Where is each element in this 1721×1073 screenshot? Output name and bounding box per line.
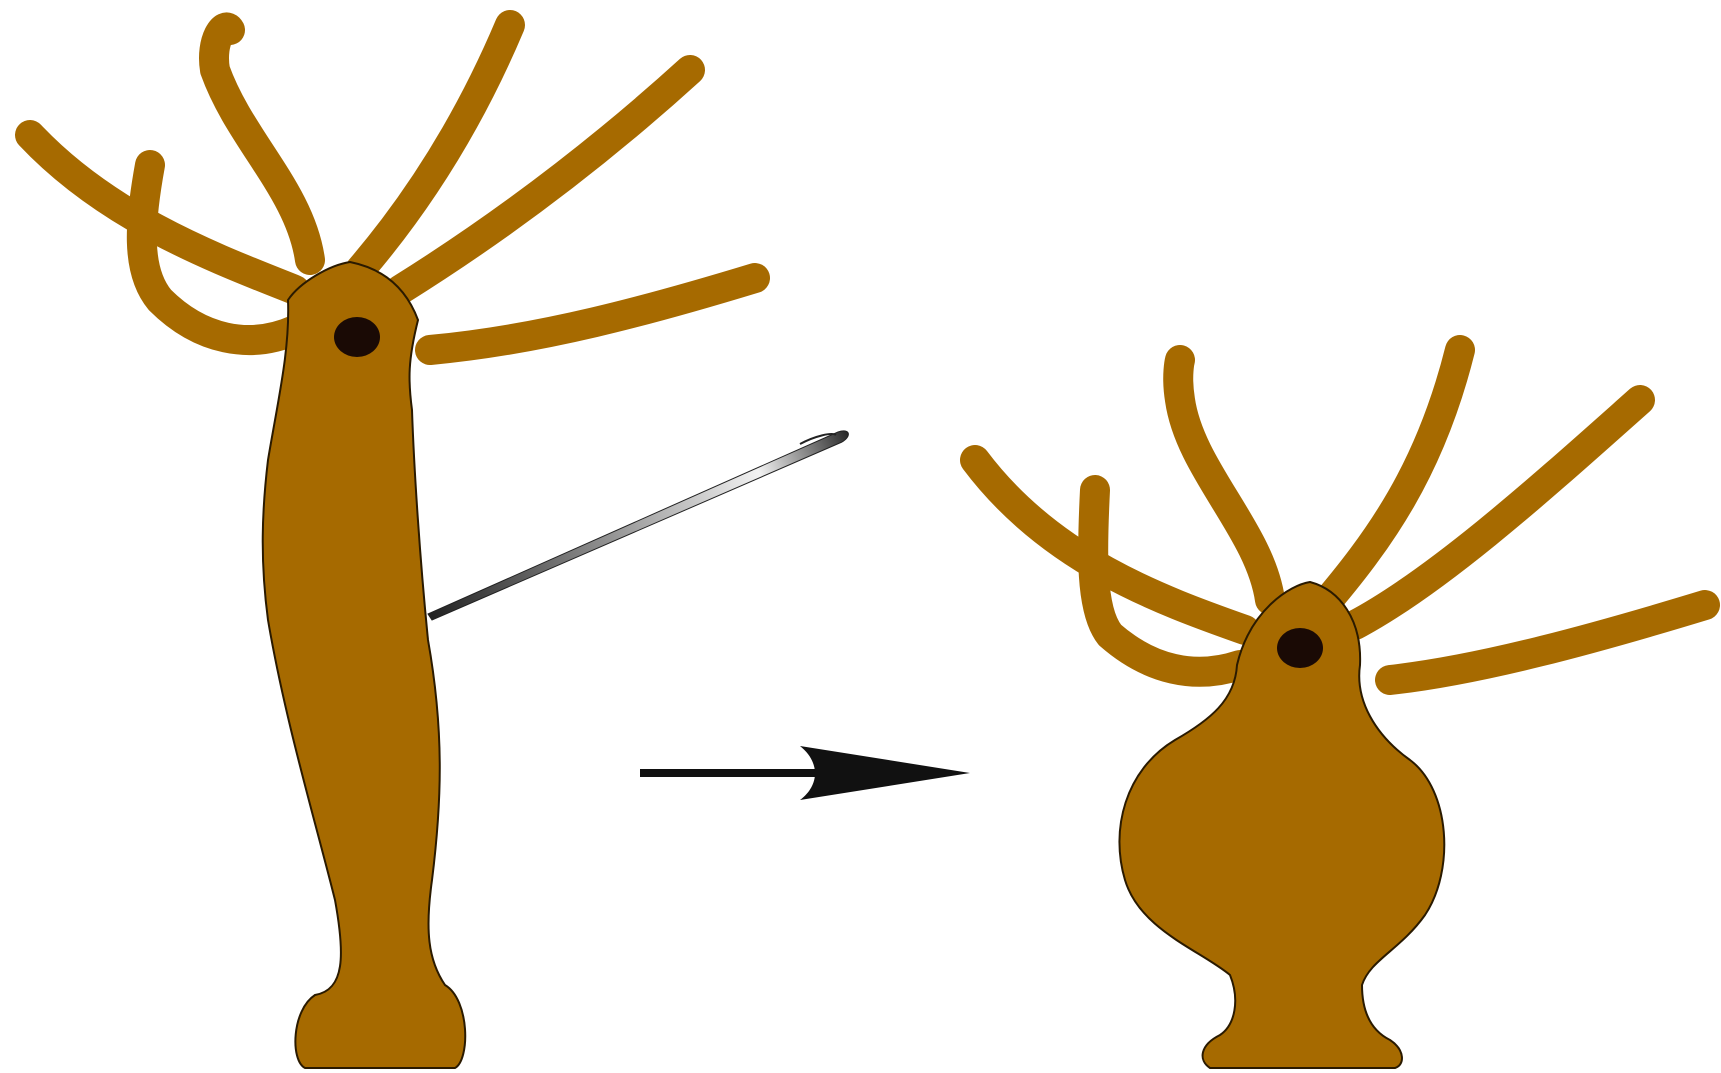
hydra-before-body	[263, 262, 466, 1068]
arrow-right-icon	[640, 746, 970, 800]
tentacle	[1178, 360, 1270, 600]
hydra-after-mouth	[1277, 628, 1323, 668]
tentacle	[430, 278, 755, 350]
hydra-before	[30, 25, 755, 1068]
needle-icon	[428, 431, 848, 620]
tentacle	[1390, 605, 1705, 680]
hydra-after	[975, 350, 1705, 1068]
tentacle	[214, 27, 310, 260]
hydra-before-mouth	[334, 317, 380, 357]
